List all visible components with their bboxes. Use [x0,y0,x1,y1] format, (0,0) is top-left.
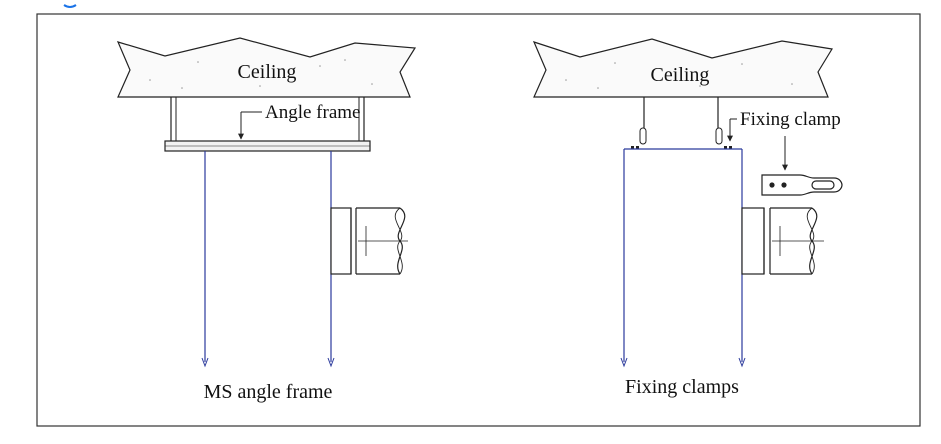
duct-end-tick [620,357,628,368]
caption: Fixing clamps [625,376,739,398]
figure-border [36,13,921,427]
duct-end-tick [201,357,209,368]
fixing-clamp-label: Fixing clamp [740,109,841,130]
branch-pipe [741,207,824,275]
clamp-tab [639,127,723,145]
branch-pipe [330,207,408,275]
clamp-bolt [631,146,732,149]
ceiling-slab [532,38,833,98]
ceiling-texture [149,59,373,89]
duct-end-tick [327,357,335,368]
diagram-ms-angle-frame: Ceiling Angle frame MS angle [116,37,417,403]
ceiling-texture [565,62,793,89]
ceiling-slab [116,37,417,98]
fixing-clamp-detail [761,174,843,196]
corner-mark [63,4,77,8]
ceiling-label: Ceiling [651,64,710,86]
duct-end-tick [738,357,746,368]
caption: MS angle frame [204,381,333,403]
angle-frame-label: Angle frame [265,102,360,123]
diagram-fixing-clamps: Ceiling Fixing clamp [532,38,843,398]
ceiling-label: Ceiling [238,61,297,83]
